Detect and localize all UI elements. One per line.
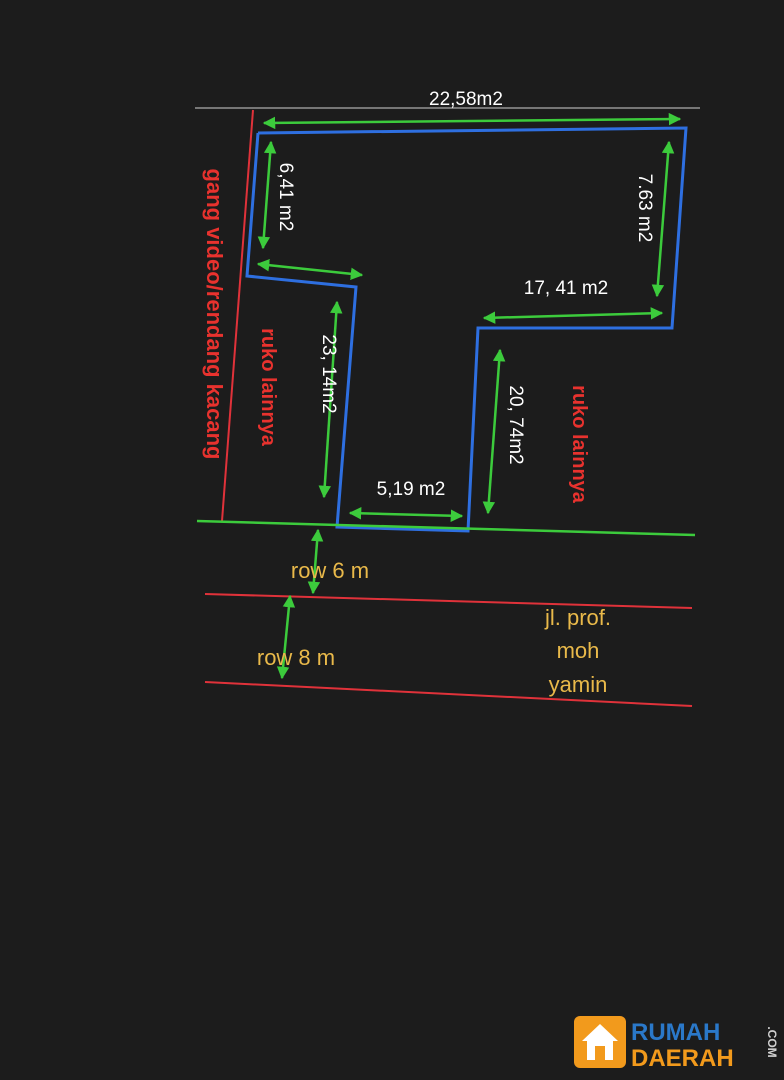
dim-label-top: 22,58m2 [429,89,503,110]
street-label-line-2: moh [557,638,600,663]
street-label-line-1: jl. prof. [544,605,611,630]
watermark-logo: RUMAH DAERAH .COM [574,1016,779,1072]
dim-label-bottom-gap: 5,19 m2 [377,479,446,500]
dim-arrow-left-upper [257,140,277,250]
dim-label-right-lower: 20, 74m2 [505,385,526,464]
dim-arrow-right-upper [651,140,675,298]
frontage-line [196,519,696,537]
dim-arrow-right-lower [482,348,506,515]
dim-arrow-row-6 [307,528,324,595]
dim-arrow-top [262,112,682,130]
watermark-line-2: DAERAH [631,1045,734,1072]
watermark-line-1: RUMAH [631,1019,720,1046]
dim-label-left-lower: 23, 14m2 [318,334,339,413]
dim-arrow-step [256,258,364,281]
gang-road-label: gang video/rendang kacang [202,169,227,460]
road-edge-line-1 [204,593,693,609]
street-label-line-3: yamin [549,672,608,697]
gang-road-line [221,109,254,522]
watermark-suffix: .COM [765,1026,779,1057]
dim-label-left-upper: 6,41 m2 [275,163,296,232]
land-boundary [245,126,688,533]
dim-label-shelf: 17, 41 m2 [524,278,609,299]
ruko-right-label: ruko lainnya [568,385,590,504]
dim-arrow-row-8 [276,594,296,680]
dim-arrow-left-lower [318,300,343,499]
dim-label-right-upper: 7.63 m2 [634,174,655,243]
row-8-label: row 8 m [257,645,335,670]
row-6-label: row 6 m [291,558,369,583]
dim-arrow-bottom-gap [348,507,464,522]
ruko-left-label: ruko lainnya [257,328,279,447]
road-edge-line-2 [204,681,693,707]
house-icon [582,1024,618,1060]
dim-arrow-shelf [482,307,664,324]
